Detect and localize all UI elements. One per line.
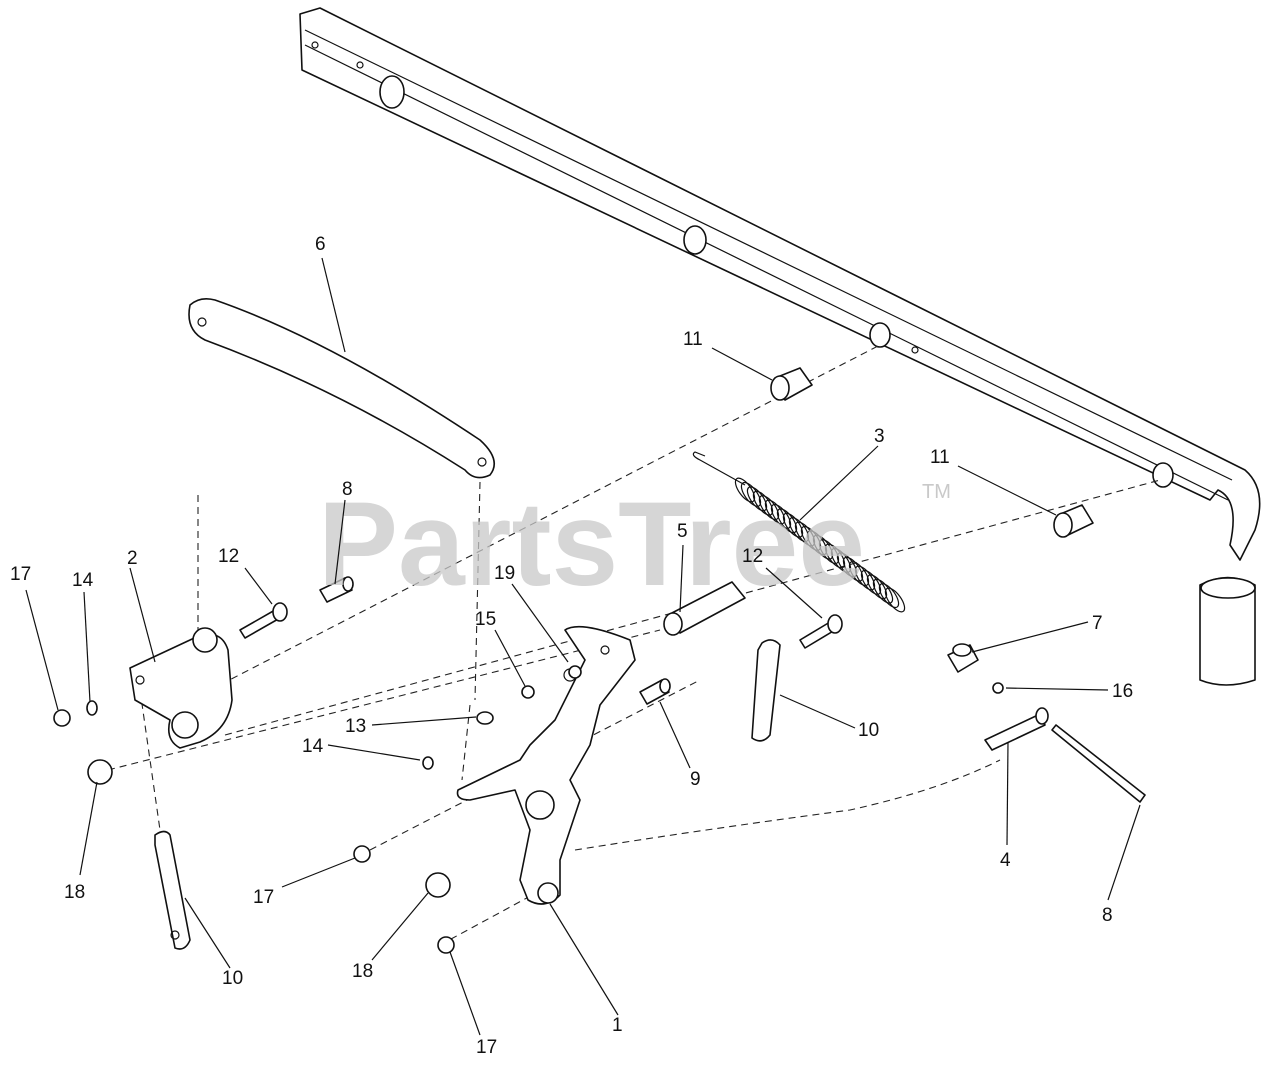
rod-part-8 — [1051, 724, 1146, 803]
pin-part-9a — [319, 576, 354, 603]
callout-14a: 14 — [72, 570, 94, 591]
callout-1: 1 — [612, 1015, 623, 1036]
fitting-part-7 — [947, 643, 979, 673]
callout-17b: 17 — [253, 887, 274, 908]
watermark-trademark: TM — [922, 481, 951, 503]
callout-16: 16 — [1112, 681, 1133, 702]
watermark-text: PartsTree — [318, 477, 865, 611]
callout-18b: 18 — [352, 961, 373, 982]
callout-9a: 8 — [342, 479, 353, 500]
spring-part-3 — [692, 451, 906, 613]
callout-19: 19 — [494, 563, 515, 584]
callout-11a: 11 — [683, 329, 703, 350]
callout-9b: 9 — [690, 769, 701, 790]
pin-part-9b — [639, 678, 671, 705]
callout-14b: 14 — [302, 736, 324, 757]
bushing-part-11a — [770, 367, 813, 401]
leader-lines — [25, 257, 1141, 1036]
callout-17a: 17 — [10, 564, 31, 585]
spacer-part-5 — [663, 581, 746, 636]
callout-11b: 11 — [930, 447, 950, 468]
pin-part-4 — [984, 707, 1049, 751]
callout-12b: 12 — [742, 546, 763, 567]
callout-8: 8 — [1102, 905, 1113, 926]
callout-10a: 10 — [222, 968, 243, 989]
callout-2: 2 — [127, 548, 138, 569]
callout-15: 15 — [475, 609, 496, 630]
bolt-part-12b — [799, 614, 843, 649]
callout-6: 6 — [315, 234, 326, 255]
watermark: PartsTree TM — [318, 477, 951, 611]
small-hardware — [53, 665, 1004, 954]
link-arm-part-6 — [188, 298, 496, 479]
bolt-part-12a — [239, 602, 288, 639]
callout-7: 7 — [1092, 613, 1103, 634]
callout-13: 13 — [345, 716, 366, 737]
spring-coil — [884, 587, 906, 613]
callout-labels: 6 11 11 3 8 5 2 12 12 17 14 19 15 7 16 1… — [10, 234, 1133, 1058]
callout-12a: 12 — [218, 546, 239, 567]
spring-coil — [878, 583, 900, 609]
bushing-part-11b — [1053, 504, 1094, 538]
callout-10b: 10 — [858, 720, 879, 741]
callout-5: 5 — [677, 521, 688, 542]
bracket-part-2 — [129, 627, 233, 749]
callout-4: 4 — [1000, 850, 1011, 871]
lever-part-1 — [456, 625, 636, 905]
spring-coil — [872, 578, 894, 604]
callout-18a: 18 — [64, 882, 85, 903]
callout-3: 3 — [874, 426, 885, 447]
link-part-10a — [154, 830, 191, 950]
link-part-10b — [751, 639, 781, 742]
callout-17c: 17 — [476, 1037, 497, 1058]
